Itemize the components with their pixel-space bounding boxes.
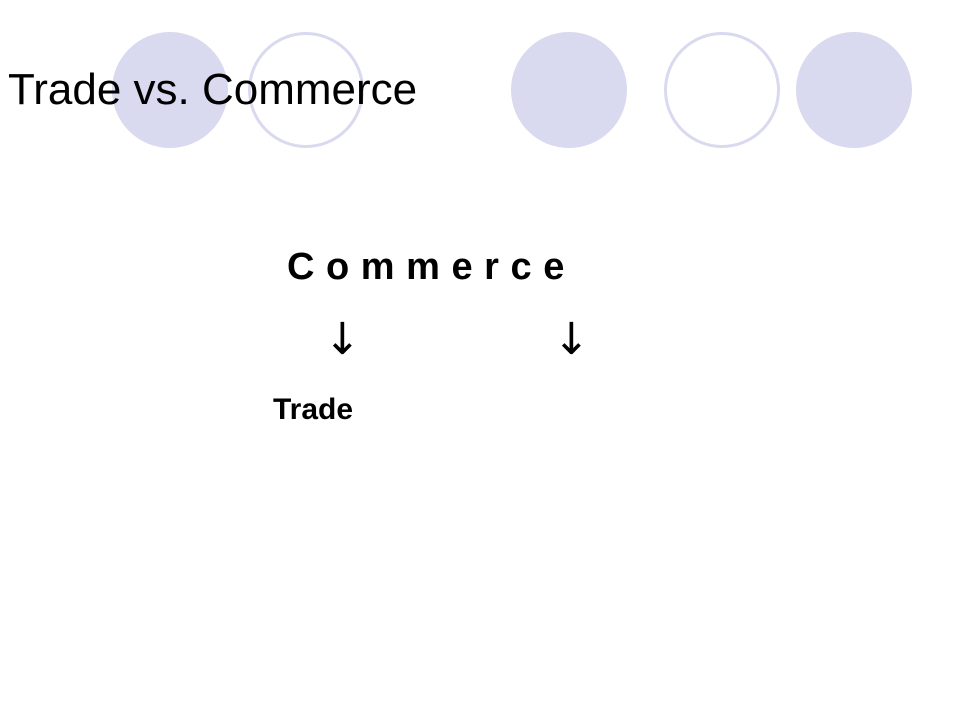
trade-label: Trade: [273, 393, 354, 426]
decorative-circle-1: [112, 32, 228, 148]
decorative-circle-2: [248, 32, 364, 148]
down-arrow-left-icon: ↓: [324, 314, 361, 365]
commerce-word: C o m m e r c e: [287, 246, 565, 288]
down-arrow-right-icon: ↓: [553, 314, 590, 365]
decorative-circle-5: [796, 32, 912, 148]
decorative-circle-4: [664, 32, 780, 148]
slide-title: Trade vs. Commerce: [8, 65, 418, 114]
decorative-circle-3: [511, 32, 627, 148]
